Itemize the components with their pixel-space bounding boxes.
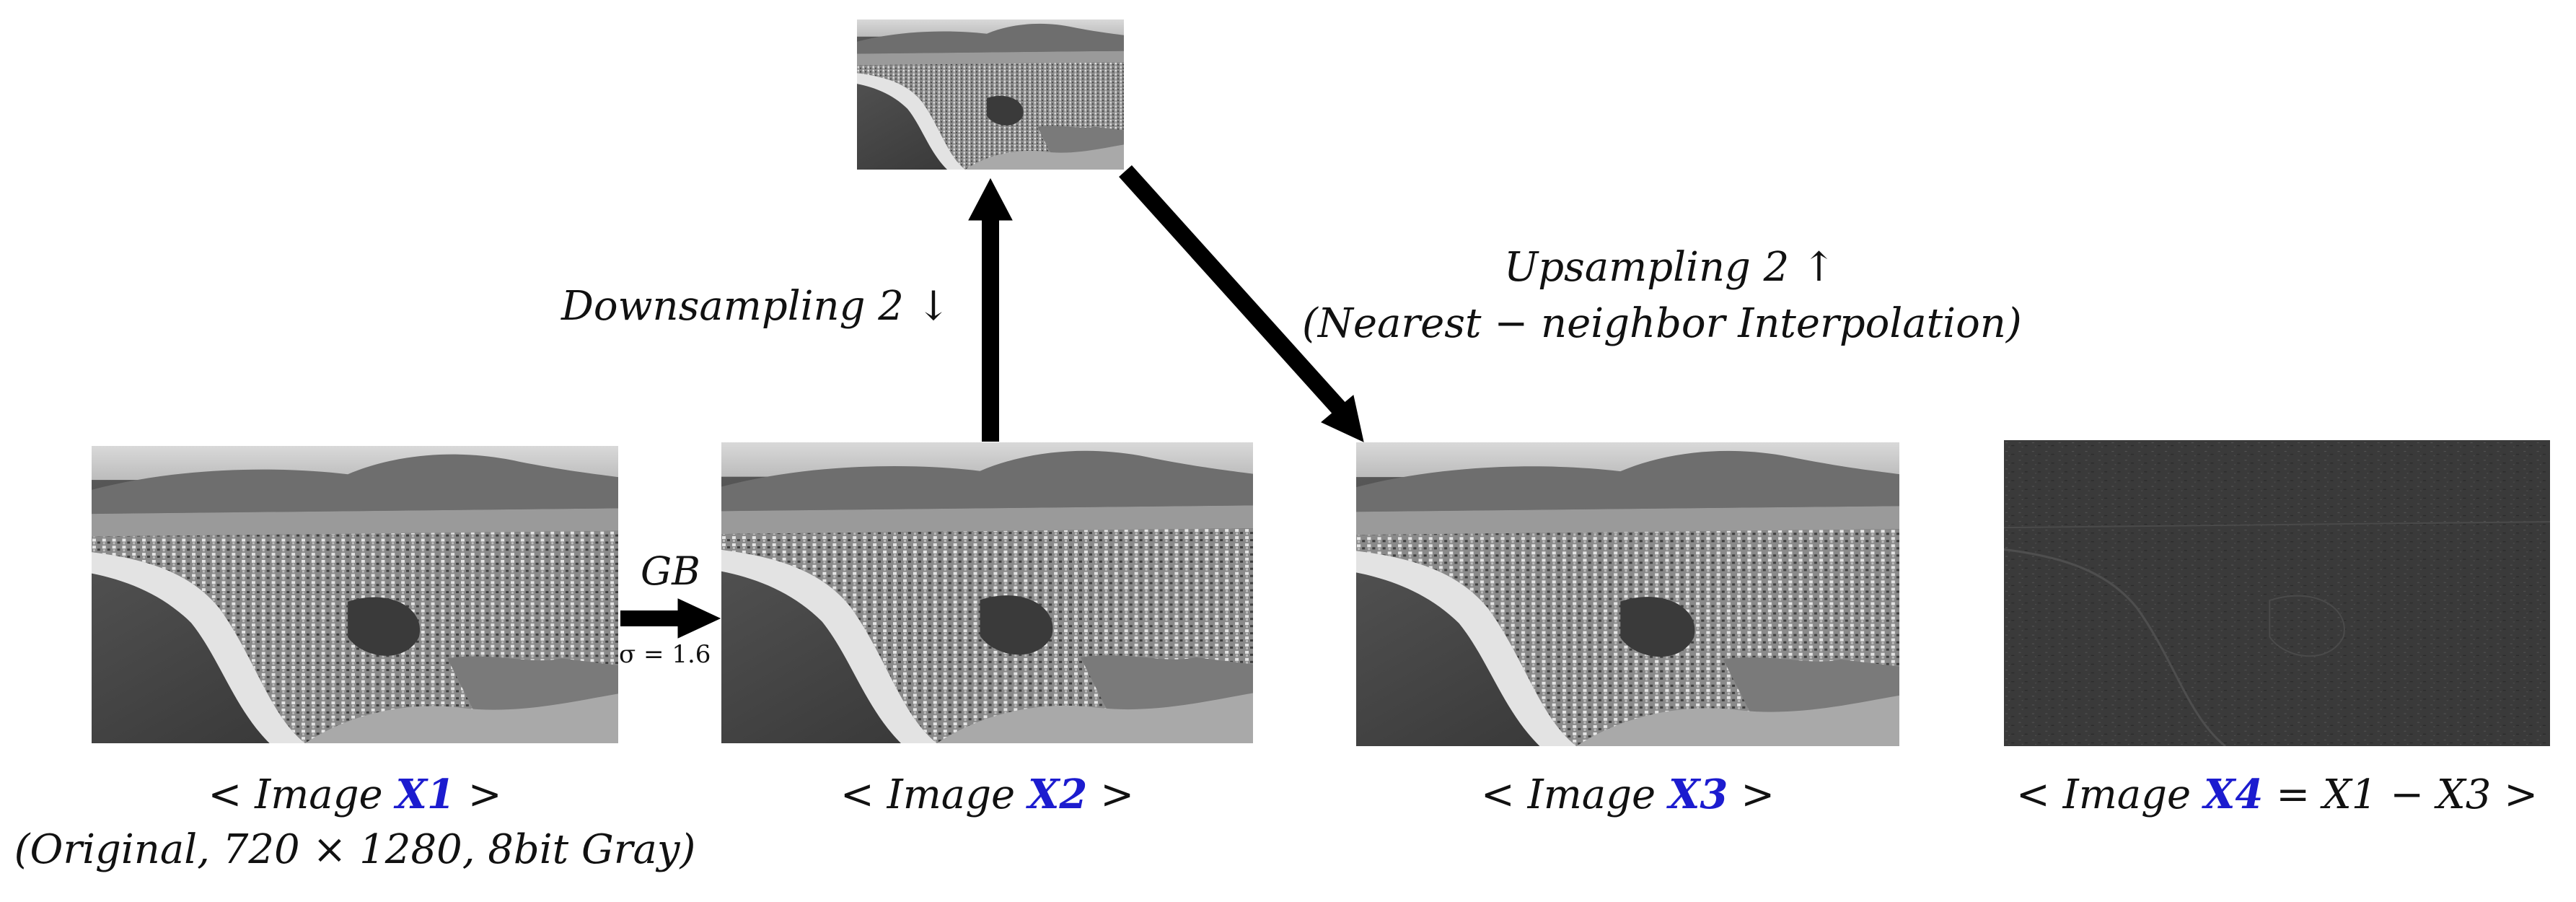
downsampled-image (857, 19, 1124, 170)
sigma-label: σ = 1.6 (619, 640, 711, 669)
caption-x1-sub: (Original, 720 × 1280, 8bit Gray) (14, 826, 696, 873)
gb-label: GB (641, 548, 700, 594)
caption-x1: < Image X1 > (208, 771, 502, 818)
upsampling-label: Upsampling 2 ↑ (1504, 244, 1837, 291)
image-x1 (92, 446, 618, 743)
variable-x1: X1 (395, 771, 455, 818)
downsample-arrow (968, 178, 1013, 442)
variable-x4: X4 (2203, 771, 2264, 818)
image-x2 (721, 442, 1253, 743)
image-x4-difference (2004, 440, 2550, 746)
caption-x4: < Image X4 = X1 − X3 > (2015, 771, 2538, 818)
variable-x2: X2 (1027, 771, 1088, 818)
upsampling-method-label: (Nearest − neighbor Interpolation) (1302, 300, 2022, 347)
image-x3 (1356, 442, 1899, 746)
caption-x3: < Image X3 > (1480, 771, 1775, 818)
downsampling-label: Downsampling 2 ↓ (561, 283, 951, 330)
variable-x3: X3 (1668, 771, 1728, 818)
gb-arrow (620, 598, 721, 639)
caption-x2: < Image X2 > (840, 771, 1135, 818)
